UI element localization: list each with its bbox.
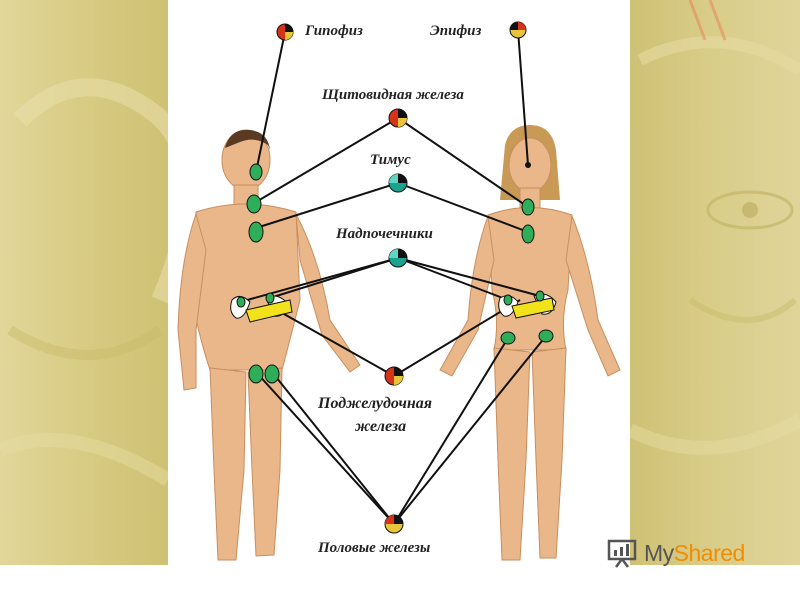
thyroid-label: Щитовидная железа [322, 87, 464, 103]
pineal-node-icon [509, 21, 527, 39]
male-right-leg [247, 367, 283, 557]
left-background-panel [0, 0, 168, 565]
connector-lines [239, 29, 547, 525]
gland-markers [230, 162, 557, 384]
right-panel-decoration [630, 0, 800, 455]
male-torso [191, 203, 301, 371]
left-panel-decoration [0, 78, 168, 486]
female-figure [439, 125, 621, 561]
myshared-logo: MyShared [606, 535, 776, 571]
female-thyroid-gland [521, 198, 535, 216]
female-left-ovary [500, 331, 516, 345]
male-hair [225, 129, 270, 150]
adrenal-node-icon [388, 248, 408, 268]
male-right-gonad [264, 364, 280, 384]
gonads-label: Половые железы [318, 540, 431, 556]
female-left-leg [493, 347, 531, 561]
thymus-label: Тимус [370, 152, 411, 168]
female-right-ovary [538, 329, 554, 343]
male-pancreas [245, 299, 293, 323]
female-pineal-gland [525, 162, 531, 168]
brand-name-part1: My [644, 539, 674, 566]
male-left-gonad [248, 364, 264, 384]
female-right-arm [565, 214, 621, 377]
adrenal-label: Надпочечники [336, 226, 433, 242]
right-background-panel [630, 0, 800, 565]
pituitary-label: Гипофиз [305, 23, 363, 39]
female-right-adrenal [535, 290, 545, 302]
female-thymus-gland [521, 224, 535, 244]
thyroid-node-icon [388, 108, 408, 128]
male-figure [177, 129, 361, 561]
male-left-arm [177, 212, 207, 391]
pineal-label: Эпифиз [430, 23, 482, 39]
male-right-adrenal [265, 292, 275, 304]
female-left-adrenal [503, 294, 513, 306]
male-left-leg [209, 367, 247, 561]
gonads-node-icon [384, 514, 404, 534]
female-left-arm [439, 215, 495, 377]
bottom-strip [0, 565, 800, 600]
male-right-arm [295, 213, 361, 373]
brand-name-part2: Shared [673, 539, 746, 566]
thymus-node-icon [388, 173, 408, 193]
male-thyroid-gland [246, 194, 262, 214]
male-thymus-gland [248, 221, 264, 243]
brand-name: MyShared [644, 540, 745, 567]
male-pituitary-gland [249, 163, 263, 181]
label-nodes [276, 21, 527, 534]
presentation-board-icon [607, 539, 637, 568]
pancreas-label-line2: железа [355, 418, 407, 435]
pancreas-node-icon [384, 366, 404, 386]
pituitary-node-icon [276, 23, 294, 41]
male-left-adrenal [236, 296, 246, 308]
female-right-leg [531, 347, 567, 559]
pancreas-label-line1: Поджелудочная [318, 395, 432, 412]
